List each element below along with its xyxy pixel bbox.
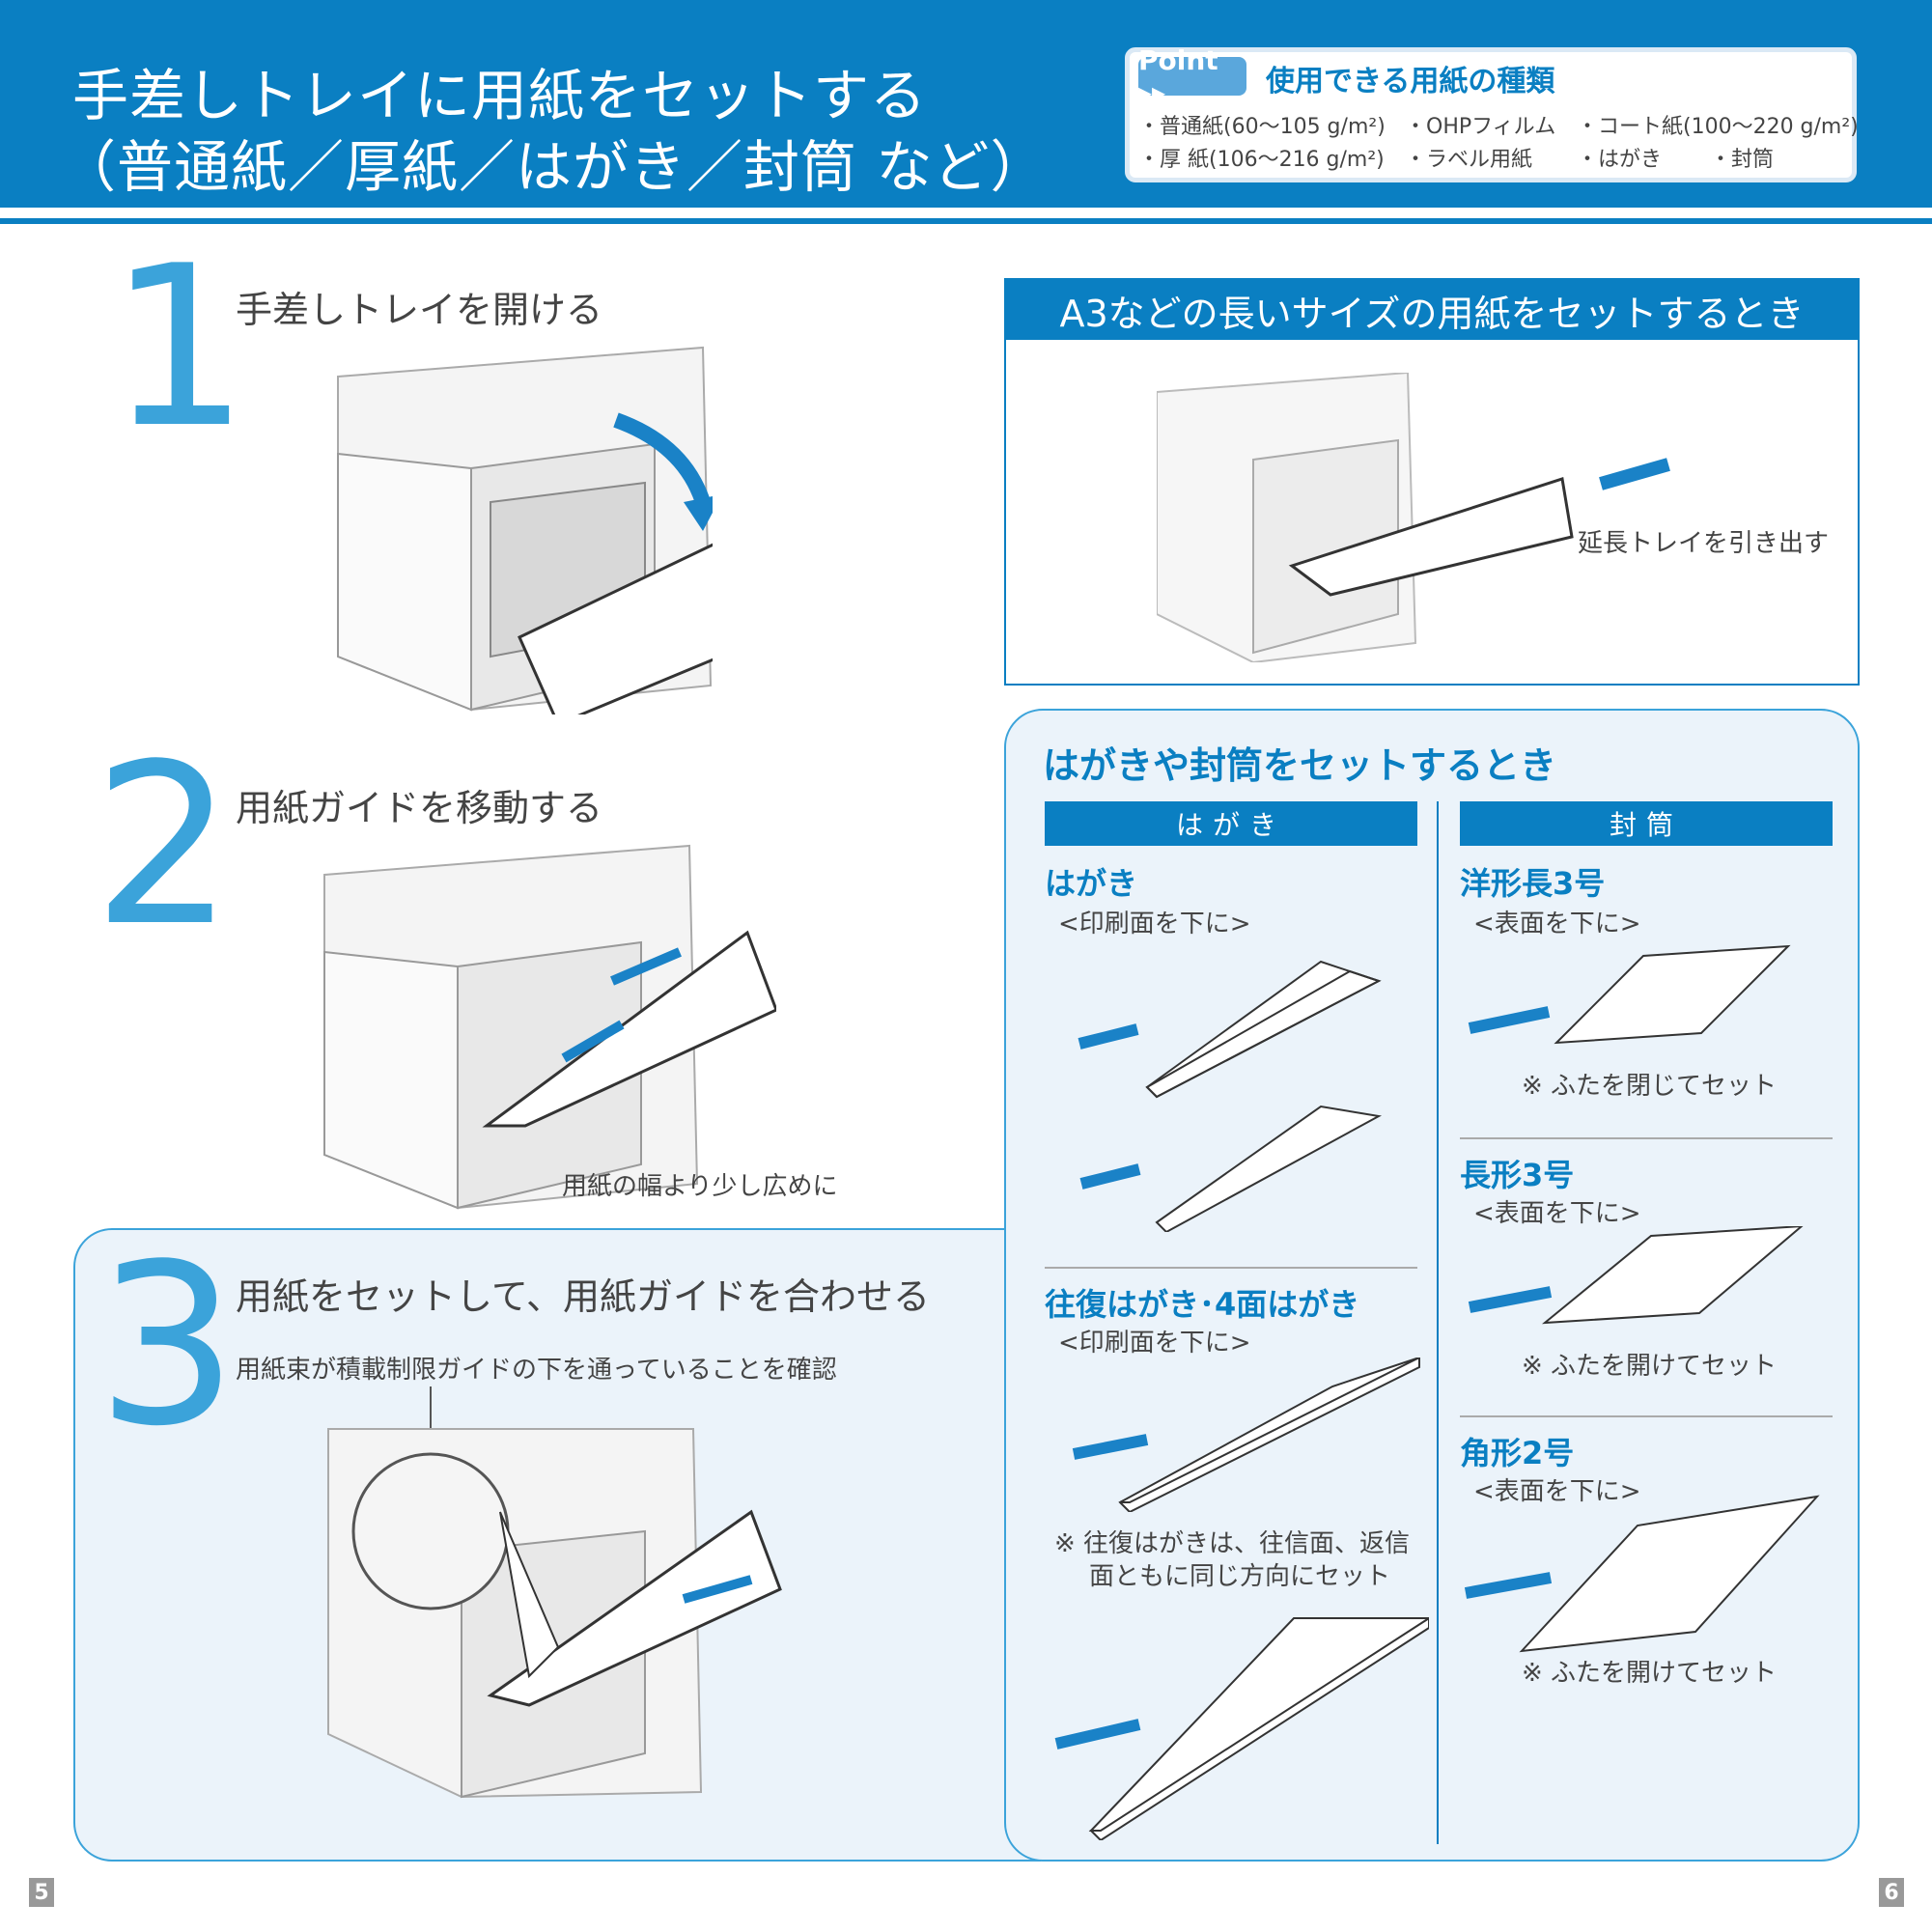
tray-open-illustration: [337, 346, 713, 714]
point-badge: Point ▸▸: [1138, 44, 1246, 108]
yokei-title: 洋形長3号: [1460, 865, 1606, 902]
step-note: 用紙の幅より少し広めに: [562, 1172, 838, 1201]
page-number-left: 5: [29, 1878, 54, 1907]
ofuku-note1: ※ 往復はがきは、往信面、返信: [1054, 1529, 1411, 1558]
cards-heading: はがきや封筒をセットするとき: [1043, 744, 1557, 787]
paper-type: ・OHPフィルム: [1405, 115, 1556, 139]
column-divider: [1437, 801, 1439, 1844]
naga3-illustration: [1468, 1226, 1804, 1325]
step-title: 手差しトレイを開ける: [236, 289, 603, 331]
ofuku-sub: <印刷面を下に>: [1058, 1329, 1251, 1358]
divider: [1045, 1267, 1417, 1269]
step-number: 2: [93, 717, 235, 975]
a3-heading: A3などの長いサイズの用紙をセットするとき: [1006, 280, 1858, 340]
naga3-title: 長形3号: [1460, 1157, 1575, 1193]
naga3-note: ※ ふたを開けてセット: [1522, 1352, 1778, 1381]
hagaki-illustration: [1078, 960, 1383, 1232]
step-number: 3: [97, 1218, 238, 1475]
ofuku-title: 往復はがき･4面はがき: [1045, 1286, 1360, 1323]
ofuku-illustration-1: [1072, 1358, 1420, 1512]
a3-label: 延長トレイを引き出す: [1578, 529, 1830, 558]
yokei-sub: <表面を下に>: [1473, 910, 1641, 938]
step-title: 用紙ガイドを移動する: [236, 787, 603, 829]
step-note: 用紙束が積載制限ガイドの下を通っていることを確認: [236, 1356, 837, 1385]
page-title-line2: （普通紙／厚紙／はがき／封筒 など）: [60, 134, 1048, 200]
futo-column-header: 封筒: [1460, 801, 1833, 846]
paper-type: ・ラベル用紙: [1405, 148, 1533, 172]
step-title: 用紙をセットして、用紙ガイドを合わせる: [236, 1275, 930, 1318]
divider: [1460, 1415, 1833, 1417]
kaku2-title: 角形2号: [1460, 1435, 1575, 1471]
header-band: 手差しトレイに用紙をセットする （普通紙／厚紙／はがき／封筒 など） Point…: [0, 0, 1932, 208]
hagaki-sub: <印刷面を下に>: [1058, 910, 1251, 938]
extension-tray-illustration: [1157, 373, 1670, 662]
point-box: Point ▸▸ 使用できる用紙の種類 ・普通紙(60～105 g/m²) ・O…: [1122, 44, 1860, 185]
yokei-note: ※ ふたを閉じてセット: [1522, 1072, 1778, 1101]
hagaki-title: はがき: [1045, 865, 1138, 902]
page-title-line1: 手差しトレイに用紙をセットする: [72, 63, 928, 128]
paper-type: ・厚 紙(106～216 g/m²): [1138, 148, 1385, 172]
paper-type: ・はがき: [1577, 148, 1663, 172]
paper-type: ・普通紙(60～105 g/m²): [1138, 115, 1386, 139]
kaku2-note: ※ ふたを開けてセット: [1522, 1659, 1778, 1688]
hagaki-column-header: はがき: [1045, 801, 1417, 846]
paper-guide-illustration: [323, 844, 776, 1210]
naga3-sub: <表面を下に>: [1473, 1199, 1641, 1228]
paper-set-illustration: [327, 1386, 782, 1799]
a3-section: A3などの長いサイズの用紙をセットするとき 延長トレイを引き出す: [1004, 278, 1860, 686]
ofuku-illustration-2: [1054, 1616, 1429, 1840]
paper-type: ・コート紙(100～220 g/m²): [1577, 115, 1859, 139]
header-rule: [0, 218, 1932, 224]
step-number: 1: [108, 219, 250, 477]
divider: [1460, 1137, 1833, 1139]
kaku2-illustration: [1464, 1495, 1820, 1653]
ofuku-note2: 面ともに同じ方向にセット: [1089, 1562, 1391, 1591]
page-number-right: 6: [1879, 1878, 1904, 1907]
kaku2-sub: <表面を下に>: [1473, 1477, 1641, 1506]
yokei-illustration: [1468, 944, 1791, 1045]
paper-type: ・封筒: [1710, 148, 1775, 172]
point-heading: 使用できる用紙の種類: [1266, 65, 1555, 98]
